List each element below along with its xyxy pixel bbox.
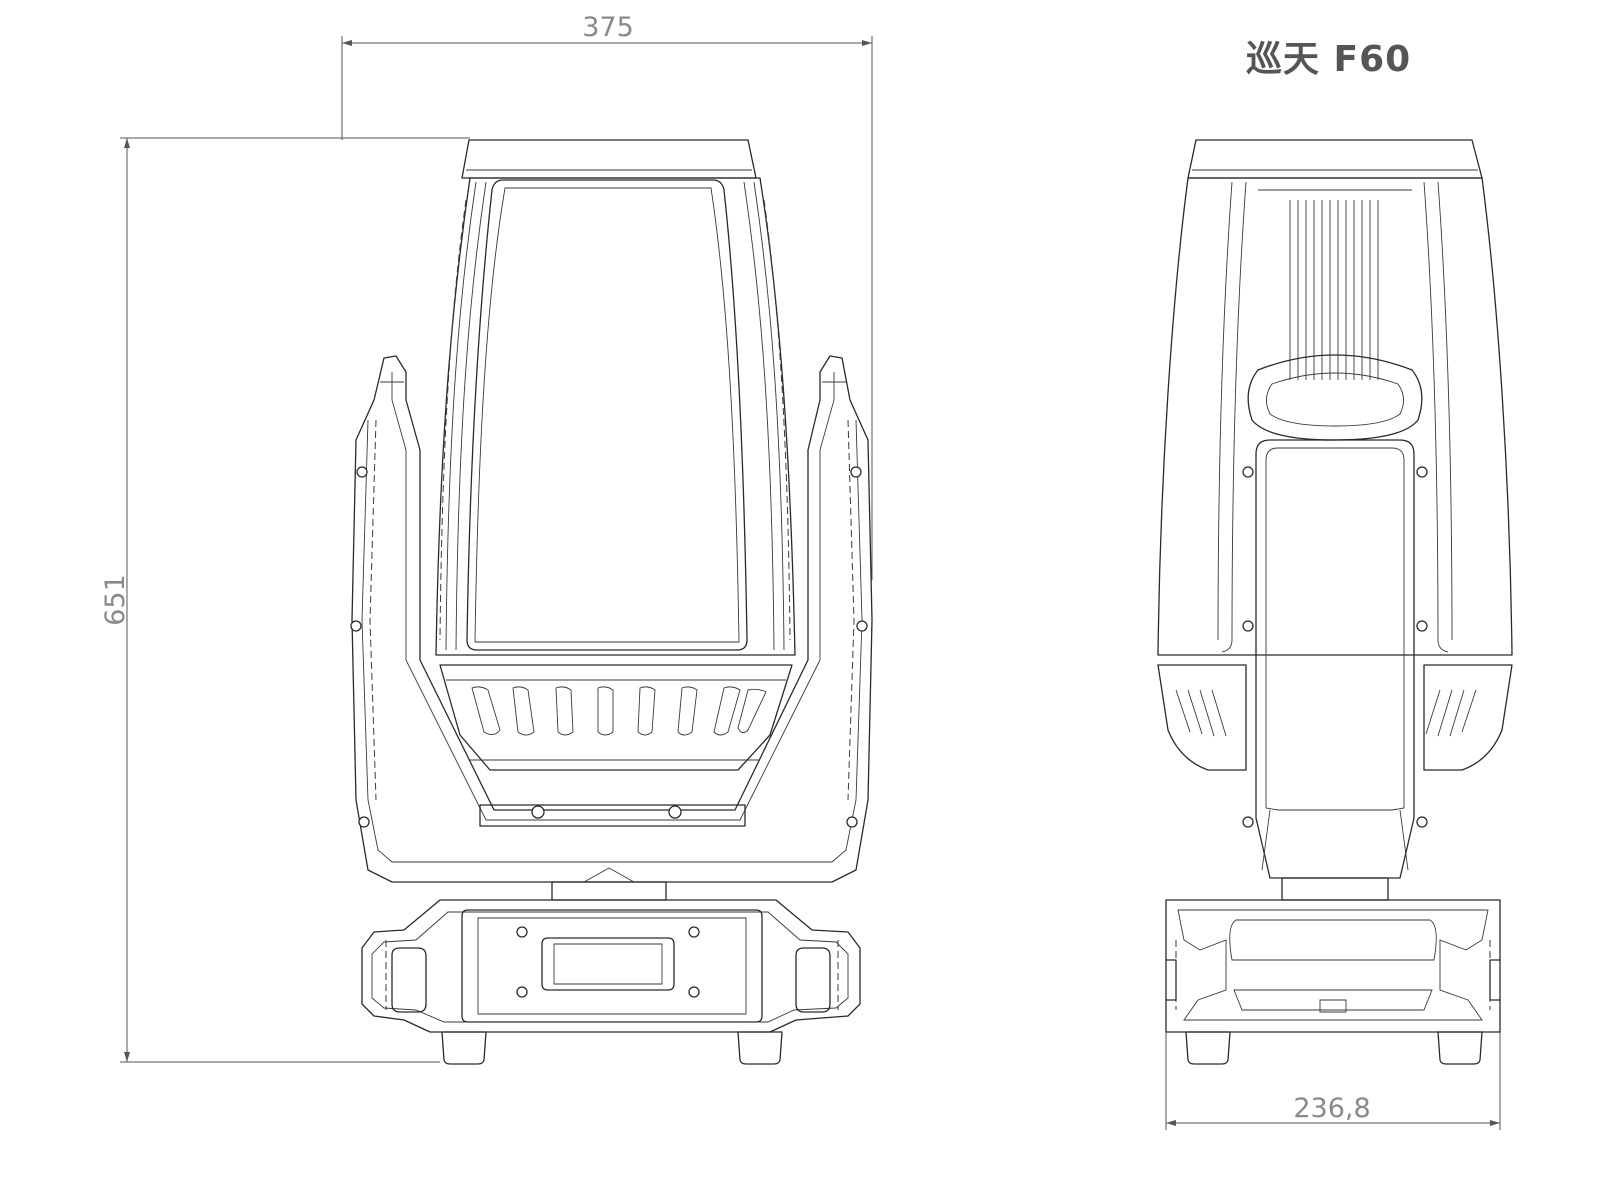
- dimension-depth-label: 236,8: [1293, 1093, 1370, 1124]
- dimension-depth: 236,8: [1165, 1000, 1501, 1130]
- dimension-height: 651: [100, 137, 470, 1063]
- side-view: [1157, 139, 1513, 1065]
- dimension-height-label: 651: [100, 574, 131, 626]
- dimension-width-label: 375: [582, 12, 634, 43]
- dimension-width: 375: [341, 12, 873, 580]
- front-view: [350, 139, 873, 1065]
- model-title: 巡天 F60: [1246, 39, 1412, 80]
